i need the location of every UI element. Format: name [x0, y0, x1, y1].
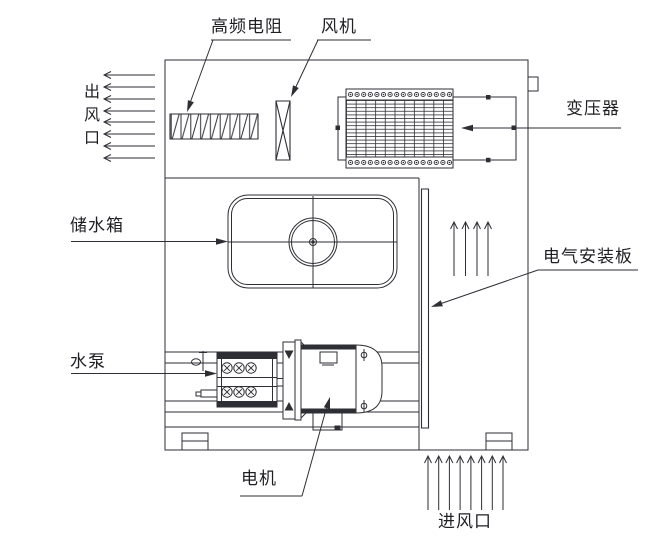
enclosure: [165, 60, 538, 450]
air-inlet-arrows: [424, 455, 507, 511]
coupling-symbol: [283, 340, 310, 420]
label-fan: 风机: [321, 17, 357, 36]
mounting-plate-symbol: [422, 189, 429, 428]
label-transformer: 变压器: [566, 99, 620, 118]
leader-lines: [71, 40, 638, 496]
air-outlet-arrows: [103, 71, 156, 162]
motor-symbol: [301, 345, 382, 430]
fan-symbol: [276, 101, 290, 160]
water-tank-symbol: [228, 195, 397, 288]
cabinet-feet: [182, 433, 512, 450]
label-air-inlet: 进风口: [438, 512, 492, 531]
internal-air-arrows: [450, 221, 492, 277]
transformer-symbol: [335, 89, 517, 168]
label-high-freq-resistor: 高频电阻: [211, 17, 283, 36]
label-air-outlet: 出风口: [81, 83, 98, 152]
label-mounting-plate: 电气安装板: [543, 247, 633, 266]
label-water-pump: 水泵: [70, 352, 106, 371]
label-water-tank: 储水箱: [70, 216, 124, 235]
label-motor: 电机: [241, 469, 277, 488]
high-freq-resistor-symbol: [170, 114, 258, 139]
